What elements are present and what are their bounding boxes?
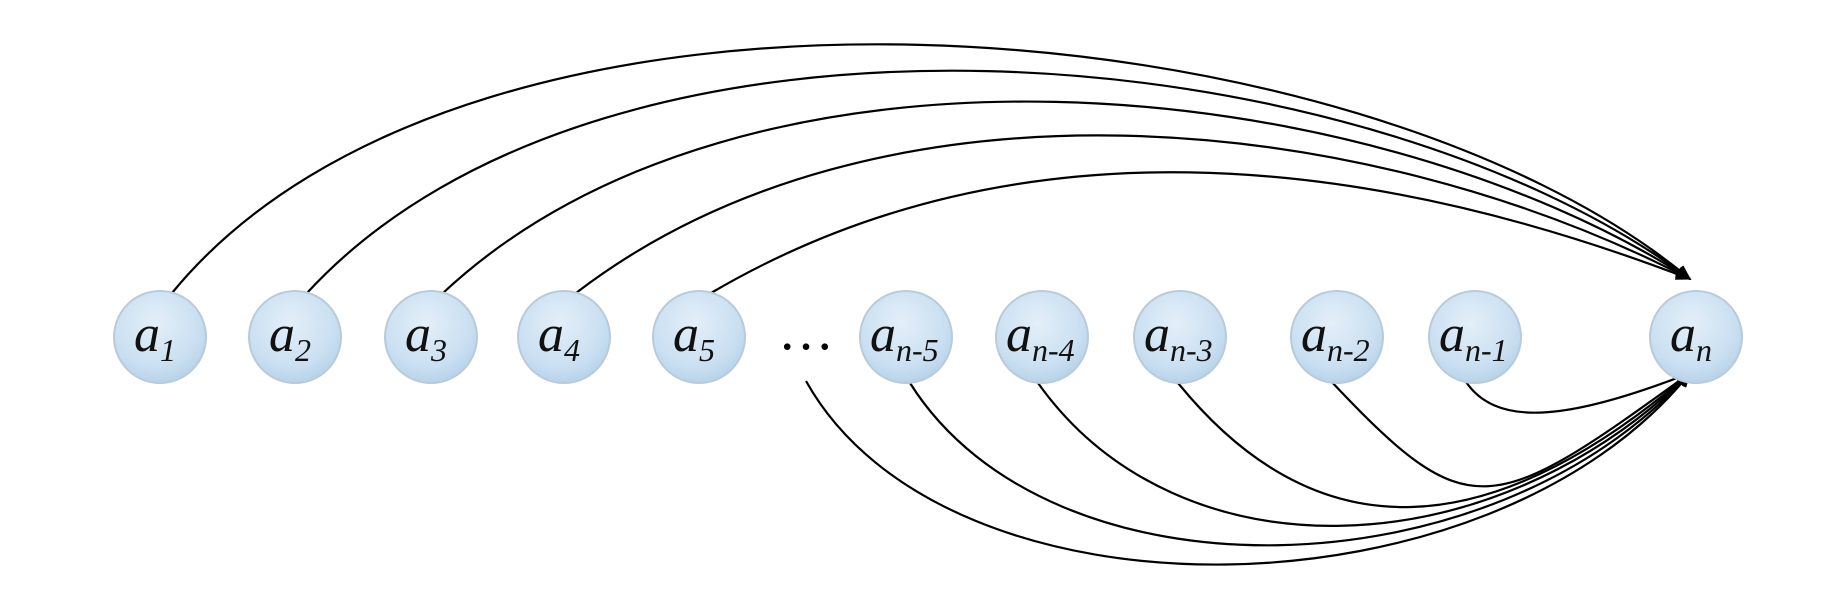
node-an-3: an-3 [1133,290,1227,384]
node-label: an-2 [1301,306,1370,368]
node-circle [113,290,207,384]
node-circle [1428,290,1522,384]
edge-an-4-to-an [1037,371,1692,527]
node-circle [1649,290,1743,384]
node-label: a5 [673,306,715,368]
ellipsis: … [778,300,834,362]
node-an-1: an-1 [1428,290,1522,384]
edge-a…-to-an [805,371,1691,566]
node-label: a1 [134,306,176,368]
node-a3: a3 [384,290,478,384]
node-a5: a5 [652,290,746,384]
node-circle [517,290,611,384]
edge-a5-to-an [710,171,1692,294]
node-circle [248,290,342,384]
node-label: an-1 [1439,306,1508,368]
node-an-4: an-4 [995,290,1089,384]
edge-an-2-to-an [1328,372,1692,488]
node-circle [1133,290,1227,384]
node-an: an [1649,290,1743,384]
node-a4: a4 [517,290,611,384]
edge-an-3-to-an [1177,371,1692,509]
edge-a1-to-an [171,43,1692,294]
edge-a2-to-an [306,69,1692,294]
node-an-2: an-2 [1290,290,1384,384]
node-circle [652,290,746,384]
node-circle [1290,290,1384,384]
node-label: an-5 [870,306,939,368]
node-label: an-4 [1006,306,1075,368]
node-circle [859,290,953,384]
node-a2: a2 [248,290,342,384]
node-label: an-3 [1144,306,1213,368]
node-circle [995,290,1089,384]
node-a1: a1 [113,290,207,384]
node-label: an [1670,306,1712,368]
edge-an-1-to-an [1462,371,1692,414]
edge-an-5-to-an [909,371,1692,547]
node-an-5: an-5 [859,290,953,384]
node-label: a4 [538,306,580,368]
node-circle [384,290,478,384]
node-label: a2 [269,306,311,368]
edge-a4-to-an [575,134,1692,294]
node-label: a3 [405,306,447,368]
edge-a3-to-an [442,100,1692,294]
